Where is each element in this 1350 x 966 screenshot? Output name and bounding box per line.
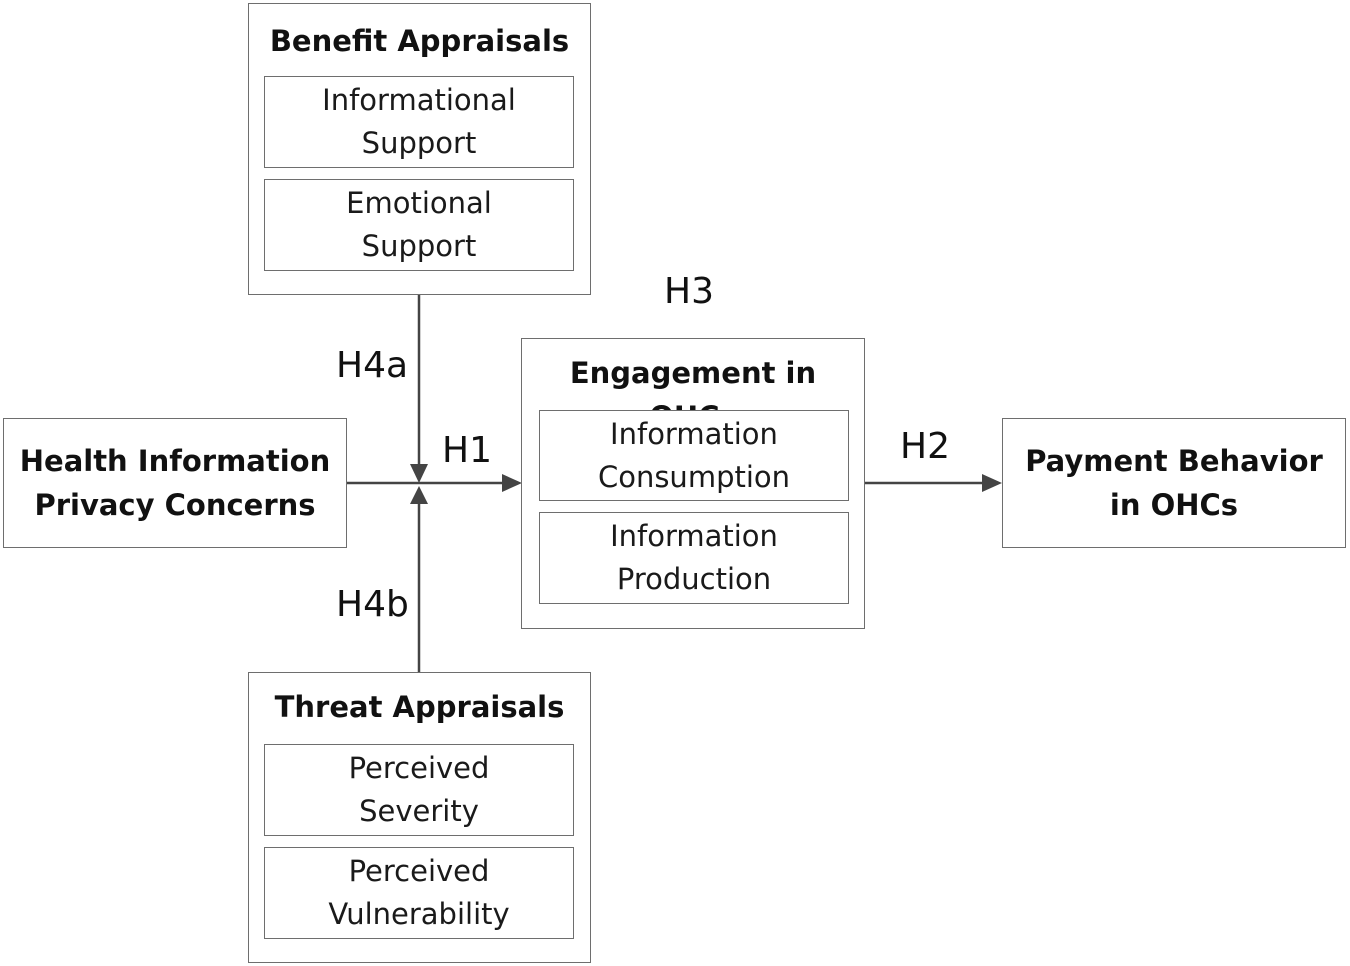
privacy-concerns-line1: Health Information bbox=[19, 444, 331, 478]
payment-behavior-box: Payment Behavior in OHCs bbox=[1002, 418, 1346, 548]
hypothesis-h4a-label: H4a bbox=[336, 345, 409, 386]
information-consumption-line1: Information bbox=[610, 416, 778, 451]
perceived-vulnerability-line1: Perceived bbox=[348, 854, 490, 888]
threat-appraisals-title: Threat Appraisals bbox=[274, 690, 565, 724]
informational-support-line1: Informational bbox=[322, 83, 516, 117]
perceived-severity-box: Perceived Severity bbox=[264, 744, 574, 836]
engagement-box: Engagement in OHCs Information Consumpti… bbox=[521, 338, 865, 629]
threat-appraisals-box: Threat Appraisals Perceived Severity Per… bbox=[248, 672, 591, 963]
benefit-appraisals-title: Benefit Appraisals bbox=[269, 24, 570, 58]
informational-support-line2: Support bbox=[361, 126, 477, 160]
information-production-box: Information Production bbox=[539, 512, 849, 604]
arrow-h2-head bbox=[982, 474, 1002, 492]
perceived-vulnerability-line2: Vulnerability bbox=[328, 897, 510, 931]
perceived-severity-line1: Perceived bbox=[348, 751, 490, 785]
perceived-vulnerability-box: Perceived Vulnerability bbox=[264, 847, 574, 939]
hypothesis-h3-label: H3 bbox=[664, 271, 714, 312]
benefit-appraisals-box: Benefit Appraisals Informational Support… bbox=[248, 3, 591, 295]
information-production-line2: Production bbox=[616, 562, 772, 596]
arrow-h4b-head bbox=[410, 486, 428, 504]
privacy-concerns-box: Health Information Privacy Concerns bbox=[3, 418, 347, 548]
arrow-h1-head bbox=[502, 474, 522, 492]
payment-behavior-line2: in OHCs bbox=[1109, 488, 1239, 522]
informational-support-box: Informational Support bbox=[264, 76, 574, 168]
perceived-severity-line2: Severity bbox=[359, 794, 479, 828]
payment-behavior-line1: Payment Behavior bbox=[1025, 444, 1323, 478]
hypothesis-h2-label: H2 bbox=[900, 426, 950, 467]
emotional-support-box: Emotional Support bbox=[264, 179, 574, 271]
information-consumption-line2: Consumption bbox=[597, 459, 791, 494]
arrow-h4a-head bbox=[410, 464, 428, 483]
emotional-support-line2: Support bbox=[361, 229, 477, 263]
hypothesis-h4b-label: H4b bbox=[336, 584, 409, 625]
information-consumption-box: Information Consumption bbox=[539, 410, 849, 501]
emotional-support-line1: Emotional bbox=[346, 186, 492, 220]
privacy-concerns-line2: Privacy Concerns bbox=[34, 488, 316, 522]
hypothesis-h1-label: H1 bbox=[442, 430, 492, 471]
information-production-line1: Information bbox=[610, 519, 778, 553]
